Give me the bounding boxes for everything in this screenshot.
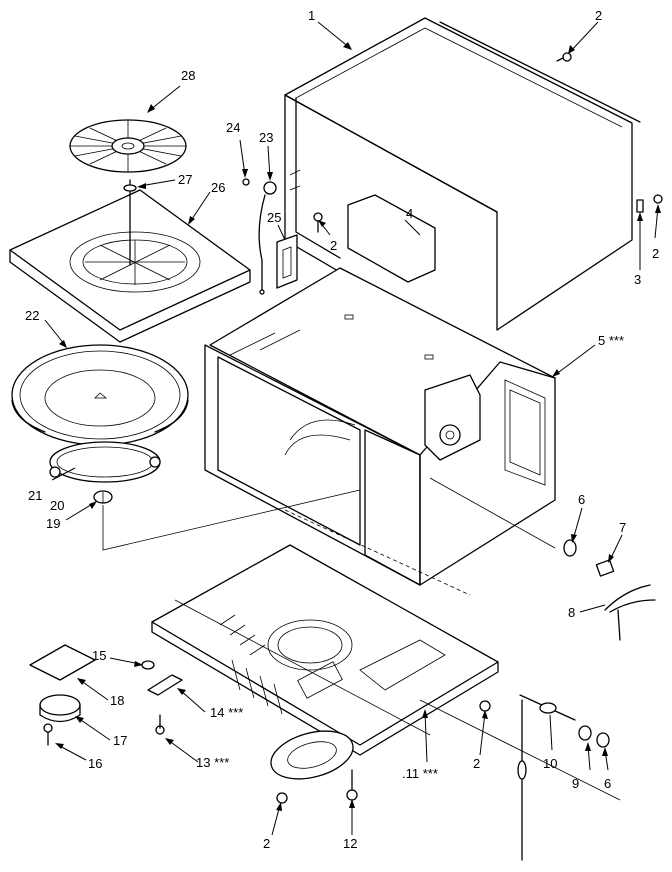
callout-4: 4 [406, 206, 413, 221]
callout-2-bottom-right: 2 [473, 756, 480, 771]
foot-right [479, 700, 491, 712]
motor-bracket [29, 644, 96, 681]
probe-guide-line [419, 699, 621, 801]
callout-labels: 1 2 2 2 2 2 3 4 5 *** 6 6 7 8 9 10 .11 *… [25, 8, 659, 851]
screw-top-right [556, 52, 572, 62]
callout-18: 18 [110, 693, 124, 708]
callout-26: 26 [211, 180, 225, 195]
glass-tray [11, 344, 189, 446]
bracket-14 [147, 674, 183, 696]
label-plate [347, 194, 436, 283]
callout-21: 21 [28, 488, 42, 503]
thermal-switch [258, 181, 277, 295]
callout-7: 7 [619, 520, 626, 535]
callout-10: 10 [543, 756, 557, 771]
callout-11: .11 *** [402, 766, 438, 781]
screw-13 [155, 714, 165, 735]
grommet-6b [596, 732, 610, 748]
callout-17: 17 [113, 733, 127, 748]
stirrer-hub [123, 184, 137, 192]
cord-guide-line [429, 477, 556, 549]
screw-16 [43, 723, 53, 746]
callout-24: 24 [226, 120, 240, 135]
leader-lines [44, 21, 661, 836]
screw-24 [242, 178, 250, 186]
callout-23: 23 [259, 130, 273, 145]
callout-15: 15 [92, 648, 106, 663]
clip-3 [636, 199, 644, 213]
bottom-vent-cover [270, 730, 354, 780]
switch-bracket [276, 234, 298, 289]
callout-22: 22 [25, 308, 39, 323]
washer-15 [141, 660, 155, 670]
callout-1: 1 [308, 8, 315, 23]
stirrer-cover [9, 179, 251, 343]
screw-12 [346, 769, 358, 801]
grommet-6a [563, 539, 577, 557]
callout-28: 28 [181, 68, 195, 83]
callout-20: 20 [50, 498, 64, 513]
callout-2-side: 2 [652, 246, 659, 261]
stirrer-fan [69, 119, 187, 173]
outer-cabinet [284, 17, 641, 331]
callout-16: 16 [88, 756, 102, 771]
cord-clamp-7 [595, 559, 615, 577]
callout-6-lower: 6 [604, 776, 611, 791]
thermistor-probe-10 [517, 694, 576, 861]
callout-2-center: 2 [330, 238, 337, 253]
screw-side-right [653, 194, 663, 204]
coupler [93, 490, 113, 504]
callout-27: 27 [178, 172, 192, 187]
callout-13: 13 *** [196, 755, 229, 770]
callout-19: 19 [46, 516, 60, 531]
screw-bottom-left [276, 792, 288, 804]
turntable-motor [39, 694, 81, 723]
roller-ring [49, 441, 161, 483]
coupler-guide-line [102, 489, 361, 551]
callout-6-upper: 6 [578, 492, 585, 507]
callout-2-bottom-left: 2 [263, 836, 270, 851]
base-plate [151, 544, 499, 756]
callout-8: 8 [568, 605, 575, 620]
callout-12: 12 [343, 836, 357, 851]
screw-center [313, 212, 323, 233]
callout-2-top: 2 [595, 8, 602, 23]
power-cord-8 [604, 584, 656, 641]
callout-14: 14 *** [210, 705, 243, 720]
washer-9 [578, 725, 592, 741]
callout-5: 5 *** [598, 333, 624, 348]
callout-25: 25 [267, 210, 281, 225]
callout-9: 9 [572, 776, 579, 791]
callout-3: 3 [634, 272, 641, 287]
